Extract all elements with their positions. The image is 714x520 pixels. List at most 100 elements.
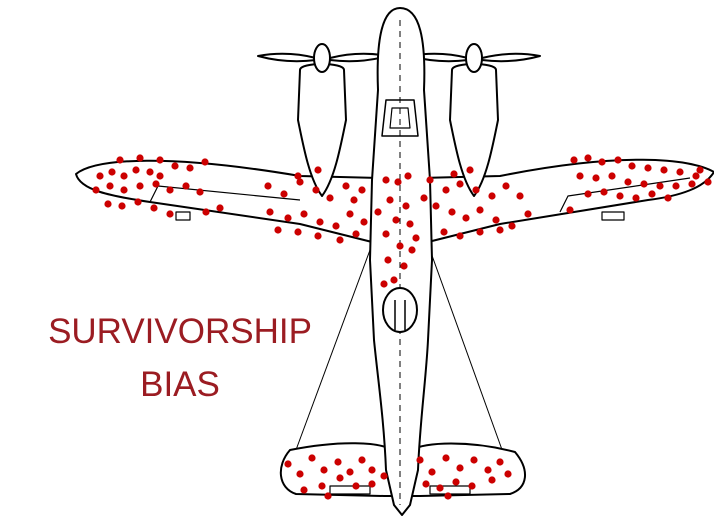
right-strut-line: [429, 249, 506, 459]
bullet-hole-dot: [166, 186, 174, 194]
bullet-hole-dot: [266, 208, 274, 216]
left-spinner: [313, 43, 331, 73]
bullet-hole-dot: [484, 466, 492, 474]
bullet-hole-dot: [294, 228, 302, 236]
bullet-hole-dot: [404, 172, 412, 180]
bullet-hole-dot: [106, 182, 114, 190]
bullet-hole-dot: [342, 182, 350, 190]
bullet-hole-dot: [656, 182, 664, 190]
bullet-hole-dot: [382, 176, 390, 184]
caption-line-2: BIAS: [140, 365, 220, 404]
bullet-hole-dot: [456, 232, 464, 240]
left-strut-line: [292, 249, 371, 459]
right-flap-line: [559, 177, 691, 213]
bullet-hole-dot: [688, 180, 696, 188]
bullet-hole-dot: [504, 470, 512, 478]
bullet-hole-dot: [598, 158, 606, 166]
bullet-hole-dot: [492, 216, 500, 224]
bullet-hole-dot: [134, 198, 142, 206]
bullet-hole-dot: [496, 458, 504, 466]
bullet-hole-dot: [420, 194, 428, 202]
bullet-hole-dot: [120, 172, 128, 180]
bullet-hole-dot: [408, 246, 416, 254]
bullet-hole-dot: [136, 154, 144, 162]
bullet-hole-dot: [280, 190, 288, 198]
bullet-hole-dot: [432, 202, 440, 210]
bullet-hole-dot: [468, 482, 476, 490]
bullet-hole-dot: [624, 178, 632, 186]
bullet-hole-dot: [386, 196, 394, 204]
caption-line-1: SURVIVORSHIP: [48, 312, 312, 351]
bullet-hole-dot: [600, 188, 608, 196]
bullet-hole-dot: [296, 470, 304, 478]
bullet-hole-dot: [352, 482, 360, 490]
bullet-hole-dot: [332, 222, 340, 230]
bullet-hole-dot: [336, 474, 344, 482]
bullet-hole-dot: [296, 178, 304, 186]
bullet-hole-dot: [314, 166, 322, 174]
bullet-hole-dot: [201, 158, 209, 166]
bullet-hole-dot: [312, 186, 320, 194]
bullet-hole-dot: [300, 210, 308, 218]
bullet-hole-dot: [584, 154, 592, 162]
bullet-hole-dot: [382, 230, 390, 238]
bullet-hole-dot: [442, 454, 450, 462]
bullet-hole-dot: [166, 210, 174, 218]
bullet-hole-dot: [576, 172, 584, 180]
bullet-hole-dot: [412, 234, 420, 242]
bullet-hole-dot: [608, 172, 616, 180]
bullet-hole-dot: [308, 454, 316, 462]
bullet-hole-dot: [488, 476, 496, 484]
bullet-hole-dot: [516, 192, 524, 200]
bullet-hole-dot: [470, 456, 478, 464]
bullet-hole-dot: [294, 172, 302, 180]
bullet-hole-dot: [696, 166, 704, 174]
bullet-hole-dot: [476, 206, 484, 214]
bullet-hole-dot: [444, 492, 452, 500]
bullet-hole-dot: [152, 180, 160, 188]
bullet-hole-dot: [592, 174, 600, 182]
bullet-hole-dot: [476, 228, 484, 236]
bullet-hole-dot: [442, 186, 450, 194]
right-propeller: [409, 52, 541, 63]
cockpit-canopy: [381, 99, 419, 137]
bullet-hole-dot: [326, 194, 334, 202]
bullet-hole-dot: [436, 484, 444, 492]
bullet-hole-dot: [156, 156, 164, 164]
bullet-hole-dot: [416, 456, 424, 464]
bullet-hole-dot: [450, 170, 458, 178]
bullet-hole-dot: [396, 242, 404, 250]
bullet-hole-dot: [284, 214, 292, 222]
right-spinner: [465, 43, 483, 73]
bullet-hole-dot: [614, 156, 622, 164]
bullet-hole-dot: [92, 186, 100, 194]
right-wing-flap: [601, 211, 625, 221]
right-elevator: [429, 485, 471, 495]
bullet-holes: [92, 154, 712, 500]
bullet-hole-dot: [334, 458, 342, 466]
bullet-hole-dot: [632, 194, 640, 202]
bullet-hole-dot: [440, 228, 448, 236]
bullet-hole-dot: [108, 168, 116, 176]
bullet-hole-dot: [496, 226, 504, 234]
bullet-hole-dot: [156, 172, 164, 180]
bullet-hole-dot: [616, 192, 624, 200]
bullet-hole-dot: [406, 220, 414, 228]
bullet-hole-dot: [462, 214, 470, 222]
bullet-hole-dot: [196, 188, 204, 196]
bullet-hole-dot: [358, 186, 366, 194]
bullet-hole-dot: [640, 180, 648, 188]
bullet-hole-dot: [672, 182, 680, 190]
bullet-hole-dot: [502, 182, 510, 190]
bullet-hole-dot: [300, 486, 308, 494]
bullet-hole-dot: [566, 206, 574, 214]
bullet-hole-dot: [358, 456, 366, 464]
bullet-hole-dot: [171, 162, 179, 170]
bullet-hole-dot: [456, 180, 464, 188]
bullet-hole-dot: [360, 218, 368, 226]
bullet-hole-dot: [648, 190, 656, 198]
bullet-hole-dot: [466, 166, 474, 174]
bullet-hole-dot: [452, 478, 460, 486]
gun-turret: [382, 287, 418, 333]
